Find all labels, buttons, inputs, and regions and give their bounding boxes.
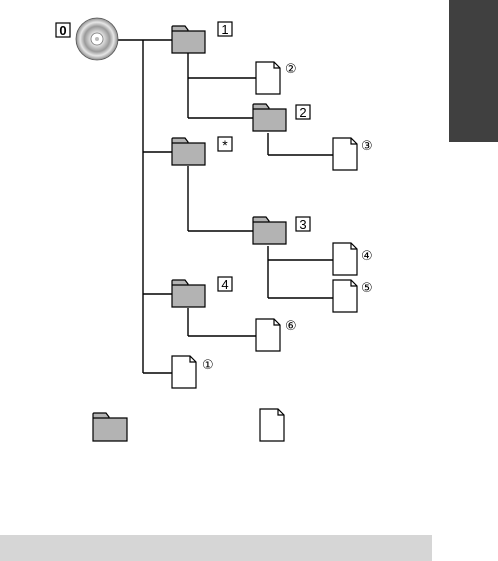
- file-icon: [260, 409, 284, 441]
- file-node: ①: [172, 356, 214, 388]
- file-label: ②: [285, 62, 297, 77]
- folder-label: *: [222, 137, 228, 153]
- folder-node: 2: [253, 104, 310, 131]
- file-label: ④: [361, 249, 373, 264]
- legend-folder: [93, 413, 127, 441]
- folder-label: 1: [221, 22, 228, 37]
- file-icon: [333, 243, 357, 275]
- file-node: ②: [256, 62, 297, 94]
- folder-label: 4: [221, 277, 228, 292]
- folder-node: *: [172, 137, 232, 165]
- file-icon: [333, 280, 357, 312]
- file-label: ⑤: [361, 281, 373, 296]
- folder-node: 4: [172, 277, 232, 307]
- file-node: ④: [333, 243, 373, 275]
- folder-icon: [172, 26, 205, 53]
- file-node: ③: [333, 138, 373, 170]
- file-icon: [333, 138, 357, 170]
- file-icon: [172, 356, 196, 388]
- file-label: ⑥: [285, 319, 297, 334]
- folder-icon: [172, 280, 205, 307]
- folder-label: 2: [299, 105, 306, 120]
- folder-icon: [93, 413, 127, 441]
- file-icon: [256, 62, 280, 94]
- folder-node: 1: [172, 22, 232, 53]
- file-node: ⑤: [333, 280, 373, 312]
- folder-icon: [172, 138, 205, 165]
- file-node: ⑥: [256, 319, 297, 351]
- file-icon: [256, 319, 280, 351]
- root-label: 0: [59, 23, 66, 38]
- folder-label: 3: [299, 217, 306, 232]
- legend-file: [260, 409, 284, 441]
- file-label: ①: [202, 358, 214, 373]
- folder-icon: [253, 217, 286, 244]
- folder-node: 3: [253, 217, 310, 244]
- root-disc: 0: [56, 18, 118, 60]
- file-label: ③: [361, 139, 373, 154]
- folder-icon: [253, 104, 286, 131]
- tree-connectors: [118, 40, 333, 373]
